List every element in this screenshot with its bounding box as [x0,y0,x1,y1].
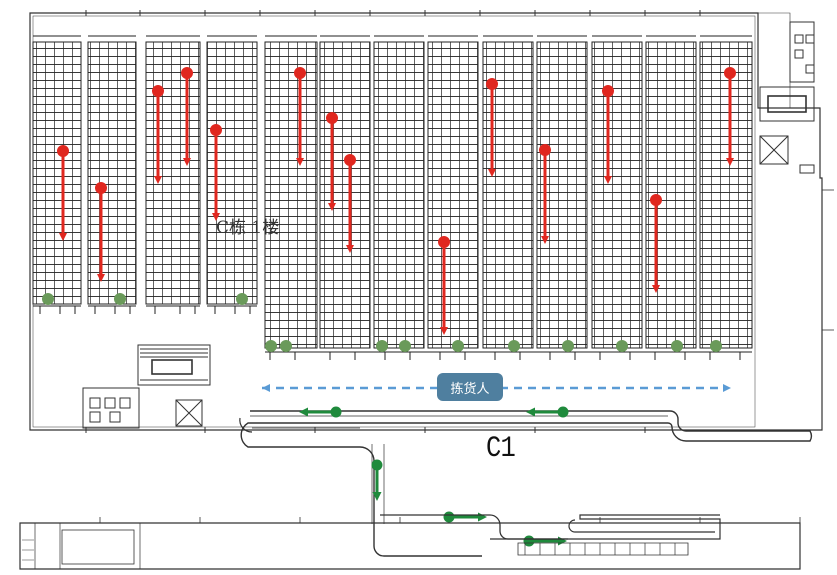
conveyor-c1 [239,410,813,557]
stairs-right [759,21,815,174]
red-arrows [57,67,736,335]
lower-building [19,514,801,570]
green-arrows [299,406,569,547]
building-floor-label: C栋 1楼 [216,218,280,238]
rack-blocks-left [32,41,258,305]
picker-badge: 拣货人 [437,373,503,401]
rack-footings [39,306,741,360]
green-dots [42,293,722,352]
stairs-left [82,344,211,429]
rack-caps [33,35,752,353]
conveyor-label: C1 [486,432,516,466]
rack-blocks-right [264,41,753,349]
